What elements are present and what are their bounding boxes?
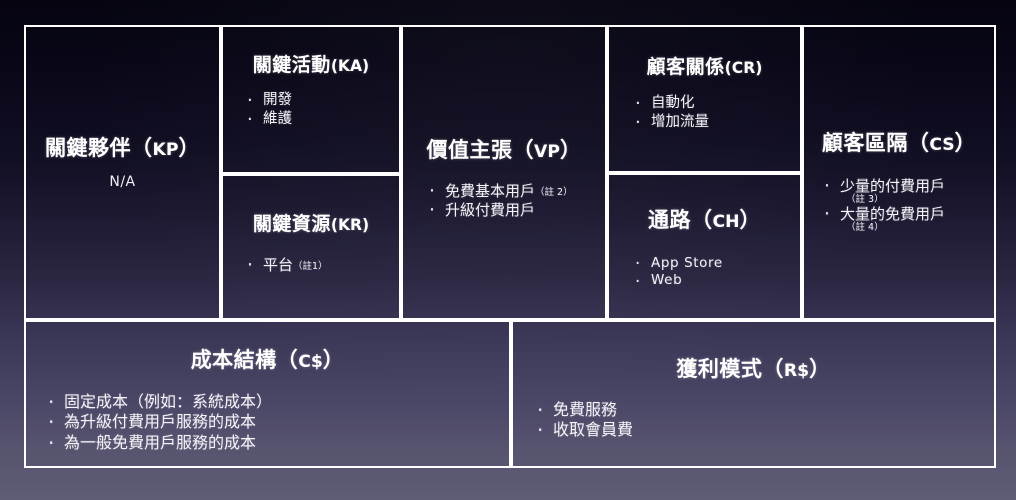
list-item-note: （註 2） <box>535 187 573 198</box>
key-partners-value: N/A <box>109 174 136 191</box>
list-item: 為升級付費用戶服務的成本 <box>46 410 501 436</box>
customer-segments-title: 顧客區隔（CS） <box>804 131 994 155</box>
value-proposition-title-code: VP <box>534 142 560 162</box>
block-revenue-streams[interactable]: 獲利模式（R$） 免費服務 收取會員費 <box>511 320 996 468</box>
value-proposition-title-text: 價值主張（ <box>426 138 535 162</box>
cost-structure-title-close: ） <box>322 348 345 372</box>
customer-segments-title-code: CS <box>929 135 955 155</box>
block-cost-structure[interactable]: 成本結構（C$） 固定成本（例如：系統成本） 為升級付費用戶服務的成本 為一般免… <box>24 320 511 468</box>
list-item-note: （註 4） <box>846 221 884 233</box>
list-item: 平台（註1） <box>245 254 391 278</box>
channels-title-code: CH <box>712 212 740 232</box>
list-item: 收取會員費 <box>535 418 986 444</box>
revenue-streams-title-close: ） <box>809 357 831 381</box>
customer-segments-list: 少量的付費用戶（註 3） 大量的免費用戶（註 4） <box>822 175 990 233</box>
revenue-streams-title-text: 獲利模式（ <box>676 357 784 381</box>
key-resources-title-code: (KR) <box>330 216 370 234</box>
channels-title: 通路（CH） <box>609 208 800 232</box>
block-customer-segments[interactable]: 顧客區隔（CS） 少量的付費用戶（註 3） 大量的免費用戶（註 4） <box>802 25 996 320</box>
cost-structure-title-text: 成本結構（ <box>190 348 299 372</box>
key-resources-title-text: 關鍵資源 <box>252 213 331 235</box>
block-channels[interactable]: 通路（CH） App Store Web <box>607 173 802 320</box>
list-item: 固定成本（例如：系統成本） <box>46 390 501 416</box>
block-key-resources[interactable]: 關鍵資源(KR) 平台（註1） <box>221 174 401 320</box>
list-item: 為一般免費用戶服務的成本 <box>46 431 501 457</box>
list-item: 大量的免費用戶（註 4） <box>822 203 990 233</box>
list-item-label: 升級付費用戶 <box>445 201 536 220</box>
list-item: 免費基本用戶（註 2） <box>427 180 599 204</box>
customer-relationships-title: 顧客關係(CR) <box>609 57 800 78</box>
cost-structure-title-code: C$ <box>298 352 323 372</box>
key-resources-list: 平台（註1） <box>245 254 391 278</box>
channels-list: App Store Web <box>633 253 792 293</box>
cost-structure-list: 固定成本（例如：系統成本） 為升級付費用戶服務的成本 為一般免費用戶服務的成本 <box>46 390 501 457</box>
block-value-proposition[interactable]: 價值主張（VP） 免費基本用戶（註 2） 升級付費用戶 <box>401 25 607 320</box>
list-item: Web <box>633 271 792 293</box>
channels-title-close: ） <box>739 208 762 232</box>
customer-segments-title-close: ） <box>954 131 977 155</box>
block-customer-relationships[interactable]: 顧客關係(CR) 自動化 增加流量 <box>607 25 802 173</box>
list-item: 少量的付費用戶（註 3） <box>822 175 990 206</box>
key-partners-title-code: KP <box>152 140 179 160</box>
block-key-activities[interactable]: 關鍵活動(KA) 開發 維護 <box>221 25 401 174</box>
key-activities-title: 關鍵活動(KA) <box>223 55 399 76</box>
cost-structure-title: 成本結構（C$） <box>26 348 509 372</box>
customer-relationships-title-code: (CR) <box>724 59 763 77</box>
list-item: 自動化 <box>633 92 792 115</box>
list-item: 免費服務 <box>535 398 986 424</box>
list-item: 維護 <box>245 108 391 131</box>
list-item-label: 少量的付費用戶 <box>840 177 946 195</box>
key-activities-title-code: (KA) <box>330 57 370 75</box>
customer-relationships-list: 自動化 增加流量 <box>633 92 792 134</box>
list-item-note: （註 3） <box>846 194 884 206</box>
channels-title-text: 通路（ <box>647 208 713 232</box>
revenue-streams-title: 獲利模式（R$） <box>513 357 994 381</box>
list-item-label: 免費基本用戶 <box>445 182 536 200</box>
list-item: 增加流量 <box>633 111 792 134</box>
customer-relationships-title-text: 顧客關係 <box>646 56 725 78</box>
value-proposition-title-close: ） <box>559 138 582 162</box>
block-key-partners[interactable]: 關鍵夥伴（KP） N/A <box>24 25 221 320</box>
key-activities-title-text: 關鍵活動 <box>252 54 331 76</box>
list-item-note: （註1） <box>293 261 328 272</box>
list-item: App Store <box>633 253 792 275</box>
key-partners-title-text: 關鍵夥伴（ <box>45 136 153 160</box>
list-item-label: 平台 <box>263 256 294 274</box>
revenue-streams-list: 免費服務 收取會員費 <box>535 398 986 445</box>
list-item: 開發 <box>245 89 391 112</box>
customer-segments-title-text: 顧客區隔（ <box>821 131 930 155</box>
value-proposition-list: 免費基本用戶（註 2） 升級付費用戶 <box>427 180 599 223</box>
value-proposition-title: 價值主張（VP） <box>403 138 605 162</box>
key-resources-title: 關鍵資源(KR) <box>223 214 399 235</box>
list-item: 升級付費用戶 <box>427 199 599 223</box>
revenue-streams-title-code: R$ <box>783 361 810 381</box>
key-activities-list: 開發 維護 <box>245 89 391 131</box>
list-item-label: 大量的免費用戶 <box>840 204 946 223</box>
key-partners-title-close: ） <box>178 136 200 160</box>
key-partners-title: 關鍵夥伴（KP） <box>26 136 219 160</box>
